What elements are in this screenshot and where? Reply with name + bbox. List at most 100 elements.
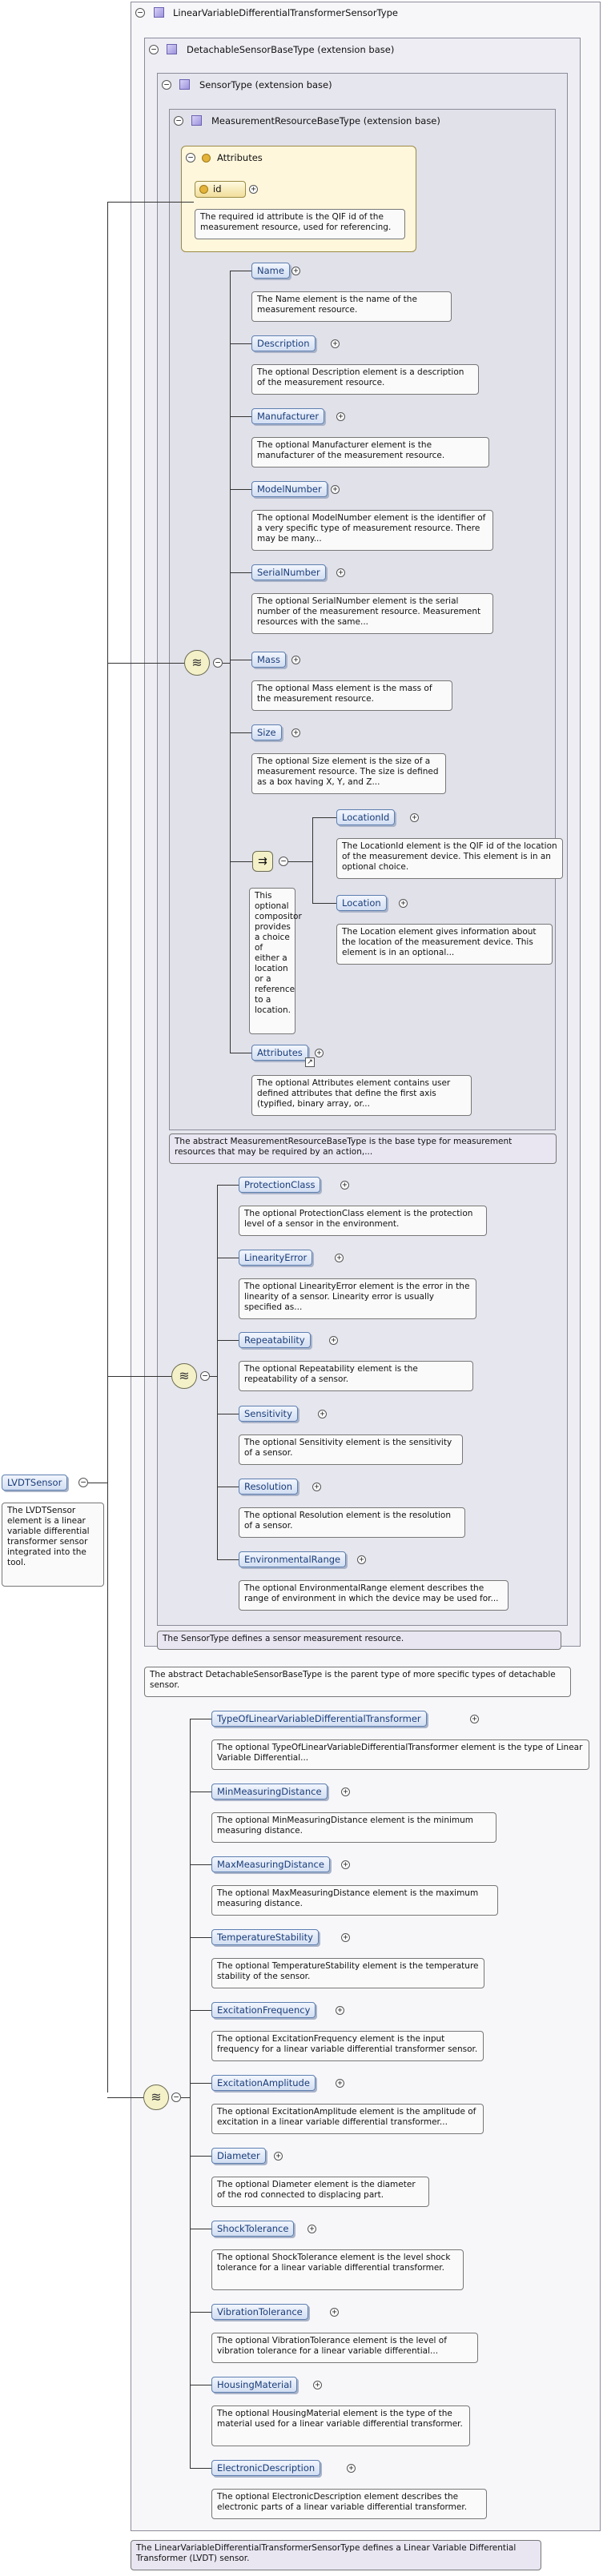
lvdt-element-electronic-description[interactable]: ElectronicDescription — [211, 2460, 321, 2476]
connector-line — [230, 732, 251, 733]
measurement-element-manufacturer[interactable]: Manufacturer — [251, 408, 325, 424]
choice-element-location-id[interactable]: LocationId — [336, 809, 396, 825]
expand-icon[interactable]: + — [341, 1788, 350, 1796]
expand-icon[interactable]: + — [291, 656, 300, 664]
lvdt-type-note: The LinearVariableDifferentialTransforme… — [131, 2540, 541, 2570]
element-note: The optional MaxMeasuringDistance elemen… — [211, 1885, 498, 1916]
collapse-icon[interactable]: − — [213, 658, 223, 668]
expand-icon[interactable]: + — [357, 1555, 366, 1564]
expand-icon[interactable]: + — [336, 412, 345, 421]
lvdt-element-type-of-linear-variable-differential-transformer[interactable]: TypeOfLinearVariableDifferentialTransfor… — [211, 1711, 427, 1727]
expand-icon[interactable]: + — [318, 1410, 327, 1418]
expand-icon[interactable]: + — [330, 2308, 339, 2317]
expand-icon[interactable]: + — [470, 1715, 479, 1723]
element-attributes[interactable]: Attributes — [251, 1045, 308, 1061]
expand-icon[interactable]: + — [249, 185, 258, 194]
sequence-compositor-icon[interactable]: ≋ — [143, 2084, 169, 2110]
expand-icon[interactable]: + — [291, 267, 300, 275]
element-note: The optional HousingMaterial element is … — [211, 2405, 470, 2446]
element-label: ElectronicDescription — [217, 2462, 316, 2474]
sensor-element-resolution[interactable]: Resolution — [239, 1479, 299, 1495]
sensor-element-linearity-error[interactable]: LinearityError — [239, 1250, 313, 1266]
measurement-element-model-number[interactable]: ModelNumber — [251, 481, 328, 497]
lvdt-element-shock-tolerance[interactable]: ShockTolerance — [211, 2221, 295, 2237]
root-element-lvdt-sensor[interactable]: LVDTSensor — [2, 1475, 68, 1491]
sensor-element-environmental-range[interactable]: EnvironmentalRange — [239, 1551, 347, 1567]
collapse-icon[interactable]: − — [149, 45, 159, 54]
element-note: The optional SerialNumber element is the… — [251, 593, 493, 634]
expand-icon[interactable]: + — [336, 2079, 344, 2088]
connector-line — [217, 1185, 239, 1186]
sensor-element-protection-class[interactable]: ProtectionClass — [239, 1177, 321, 1193]
choice-compositor-note: This optional compositor provides a choi… — [249, 888, 302, 1034]
lvdt-element-diameter[interactable]: Diameter — [211, 2148, 266, 2164]
lvdt-element-vibration-tolerance[interactable]: VibrationTolerance — [211, 2304, 308, 2320]
choice-compositor-icon[interactable]: ⇉ — [252, 851, 273, 872]
sequence-compositor-icon[interactable]: ≋ — [171, 1363, 197, 1389]
lvdt-element-excitation-frequency[interactable]: ExcitationFrequency — [211, 2002, 316, 2018]
expand-icon[interactable]: + — [312, 1483, 321, 1491]
expand-icon[interactable]: + — [341, 1933, 350, 1942]
link-icon[interactable]: ↗ — [305, 1057, 315, 1067]
measurement-element-name[interactable]: Name — [251, 263, 290, 279]
sequence-compositor-icon[interactable]: ≋ — [184, 650, 210, 676]
collapse-icon[interactable]: − — [171, 2092, 181, 2102]
attribute-group-icon — [202, 154, 211, 163]
measurement-element-serial-number[interactable]: SerialNumber — [251, 564, 326, 580]
lvdt-element-max-measuring-distance[interactable]: MaxMeasuringDistance — [211, 1856, 330, 1872]
collapse-icon[interactable]: − — [186, 153, 195, 163]
expand-icon[interactable]: + — [347, 2464, 356, 2473]
element-note: The optional ProtectionClass element is … — [239, 1206, 487, 1236]
expand-icon[interactable]: + — [308, 2225, 316, 2233]
element-note: The optional ExcitationAmplitude element… — [211, 2104, 484, 2134]
element-note: The optional Manufacturer element is the… — [251, 437, 489, 467]
expand-icon[interactable]: + — [341, 1860, 350, 1869]
lvdt-element-temperature-stability[interactable]: TemperatureStability — [211, 1929, 319, 1945]
lvdt-element-min-measuring-distance[interactable]: MinMeasuringDistance — [211, 1784, 328, 1800]
element-label: Attributes — [257, 1047, 303, 1058]
element-label: EnvironmentalRange — [244, 1554, 341, 1565]
collapse-icon[interactable]: − — [174, 116, 183, 126]
expand-icon[interactable]: + — [340, 1181, 349, 1190]
connector-line — [230, 861, 252, 862]
connector-line — [230, 572, 251, 573]
collapse-icon[interactable]: − — [135, 8, 145, 18]
expand-icon[interactable]: + — [336, 2006, 344, 2015]
expand-icon[interactable]: + — [399, 899, 408, 908]
expand-icon[interactable]: + — [331, 339, 340, 348]
measurement-element-size[interactable]: Size — [251, 724, 282, 740]
element-label: ExcitationFrequency — [217, 2004, 311, 2016]
expand-icon[interactable]: + — [313, 2381, 322, 2389]
element-label: Diameter — [217, 2150, 260, 2161]
element-note: The optional MinMeasuringDistance elemen… — [211, 1812, 496, 1843]
collapse-icon[interactable]: − — [200, 1371, 210, 1381]
connector-line — [312, 903, 336, 904]
expand-icon[interactable]: + — [329, 1336, 338, 1345]
expand-icon[interactable]: + — [331, 485, 340, 494]
expand-icon[interactable]: + — [315, 1049, 324, 1057]
lvdt-element-housing-material[interactable]: HousingMaterial — [211, 2377, 298, 2393]
measurement-element-description[interactable]: Description — [251, 335, 316, 351]
expand-icon[interactable]: + — [291, 728, 300, 737]
expand-icon[interactable]: + — [274, 2152, 283, 2161]
choice-element-location[interactable]: Location — [336, 895, 387, 911]
connector-line — [190, 1937, 211, 1938]
expand-icon[interactable]: + — [410, 813, 419, 822]
collapse-icon[interactable]: − — [279, 857, 288, 866]
sensor-element-sensitivity[interactable]: Sensitivity — [239, 1406, 298, 1422]
lvdt-element-excitation-amplitude[interactable]: ExcitationAmplitude — [211, 2075, 316, 2091]
connector-line — [190, 2468, 211, 2469]
collapse-icon[interactable]: − — [78, 1478, 88, 1487]
element-note: The optional TemperatureStability elemen… — [211, 1958, 484, 1988]
sensor-element-repeatability[interactable]: Repeatability — [239, 1332, 311, 1348]
id-attribute[interactable]: id — [195, 181, 246, 198]
expand-icon[interactable]: + — [336, 568, 345, 577]
element-label: ShockTolerance — [217, 2223, 289, 2234]
connector-line — [217, 1185, 218, 1559]
measurement-base-note: The abstract MeasurementResourceBaseType… — [169, 1134, 557, 1164]
element-label: Size — [257, 727, 276, 738]
connector-line — [312, 817, 313, 903]
collapse-icon[interactable]: − — [162, 80, 171, 90]
measurement-element-mass[interactable]: Mass — [251, 652, 286, 668]
expand-icon[interactable]: + — [335, 1254, 344, 1262]
